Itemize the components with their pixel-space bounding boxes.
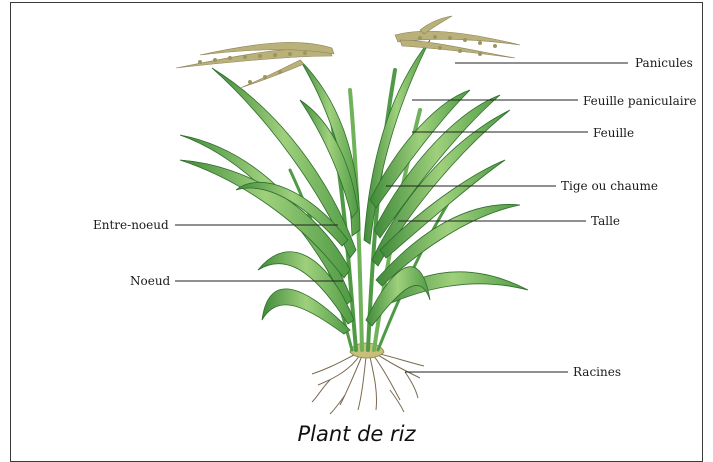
leaves — [180, 40, 528, 334]
figure-caption: Plant de riz — [0, 421, 713, 447]
label-talle: Talle — [591, 214, 620, 228]
panicles — [176, 16, 520, 88]
label-noeud: Noeud — [130, 274, 170, 288]
label-entre-noeud: Entre-noeud — [93, 218, 169, 232]
label-feuille-paniculaire: Feuille paniculaire — [583, 94, 696, 108]
label-tige-ou-chaume: Tige ou chaume — [561, 179, 658, 193]
label-panicules: Panicules — [635, 56, 693, 70]
label-racines: Racines — [573, 365, 621, 379]
label-feuille: Feuille — [593, 126, 634, 140]
roots — [312, 354, 424, 414]
